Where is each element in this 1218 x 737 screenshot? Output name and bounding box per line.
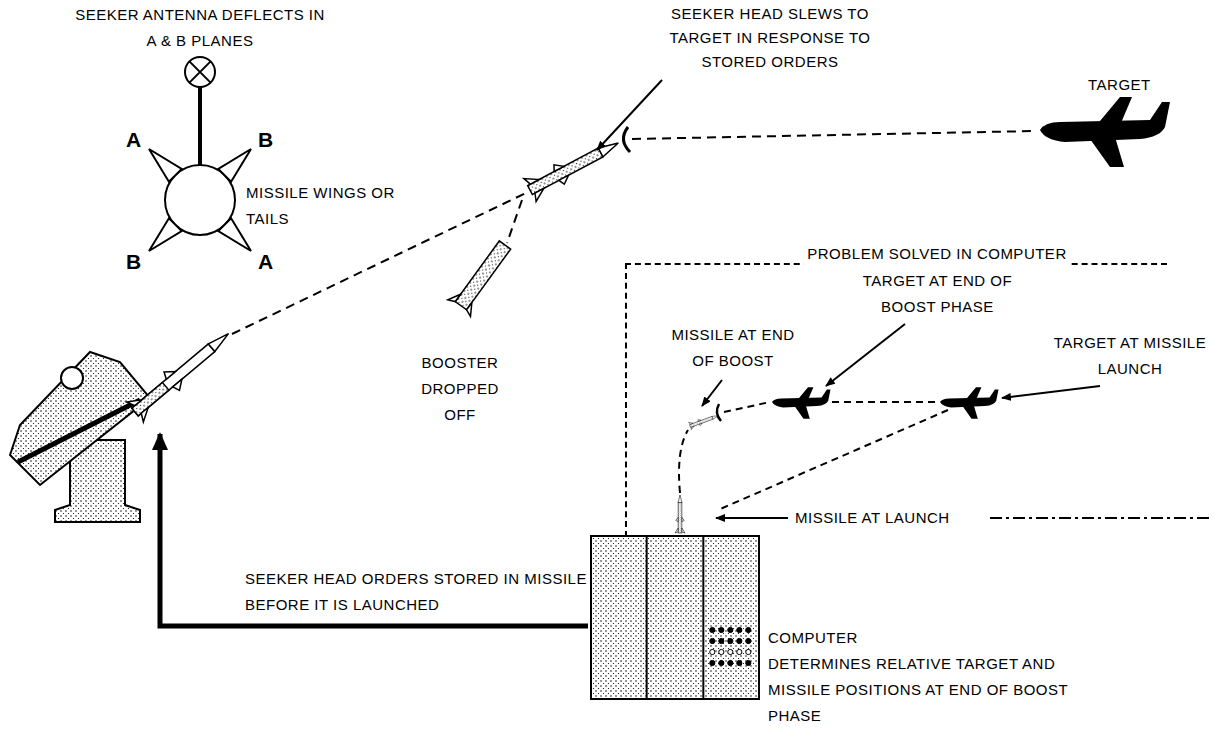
cabinet-panel-line <box>702 536 704 699</box>
cabinet-panel-line <box>646 536 648 699</box>
panel-light <box>710 649 715 654</box>
callout-label: TARGET AT MISSILE LAUNCH <box>1050 330 1210 382</box>
geometry-line <box>679 430 688 493</box>
panel-light <box>737 649 742 654</box>
seeker-antenna-symbol <box>198 87 202 165</box>
panel-light <box>719 660 724 665</box>
panel-light <box>746 649 751 654</box>
panel-light <box>737 627 742 632</box>
seeker-antenna-symbol <box>149 149 182 182</box>
callout-label: SEEKER HEAD ORDERS STORED IN MISSILE BEF… <box>245 566 590 618</box>
computer-cabinet-outline <box>590 535 760 700</box>
missile-launcher <box>10 352 150 522</box>
callout-label: MISSILE WINGS OR TAILS <box>246 180 396 232</box>
geometry-line <box>679 402 948 510</box>
seeker-head <box>623 127 630 152</box>
missile-launcher <box>61 367 83 389</box>
plane-letter: A <box>258 250 274 274</box>
seeker-head <box>717 404 721 421</box>
trajectory-line <box>507 200 522 243</box>
caption-text: SEEKER ANTENNA DEFLECTS IN A & B PLANES <box>75 2 325 54</box>
missile-end-boost-icon <box>689 412 720 430</box>
cabinet-body <box>591 536 759 699</box>
panel-light <box>719 627 724 632</box>
callout-label: TARGET <box>1088 72 1151 98</box>
booster <box>455 241 510 310</box>
panel-light <box>728 627 733 632</box>
leader-arrow <box>1002 386 1100 398</box>
plane-letter: A <box>126 128 142 152</box>
missile-in-flight <box>524 132 625 202</box>
panel-light <box>710 627 715 632</box>
target-aircraft <box>1040 97 1170 167</box>
panel-light <box>719 649 724 654</box>
missile-launcher <box>10 352 150 485</box>
target-launch-icon <box>940 387 999 419</box>
node-title: COMPUTER <box>768 625 858 651</box>
booster <box>448 237 516 317</box>
booster <box>448 290 478 316</box>
geometry-line <box>724 402 770 412</box>
seeker-antenna-symbol <box>185 57 215 87</box>
panel-light <box>746 638 751 643</box>
computer-cabinet: COMPUTERDETERMINES RELATIVE TARGET AND M… <box>590 535 760 700</box>
trajectory-line <box>632 131 1036 139</box>
panel-light <box>719 638 724 643</box>
seeker-antenna-symbol <box>218 149 251 182</box>
panel-light <box>728 649 733 654</box>
callout-label: SEEKER HEAD SLEWS TO TARGET IN RESPONSE … <box>650 2 890 74</box>
seeker-antenna-symbol <box>149 218 182 251</box>
missile-on-launcher <box>127 324 237 422</box>
region-heading: PROBLEM SOLVED IN COMPUTER <box>803 241 1070 267</box>
callout-label: BOOSTER DROPPED OFF <box>405 350 515 428</box>
leader-arrow <box>826 324 905 386</box>
plane-letter: B <box>258 128 274 152</box>
missile-launcher <box>18 400 140 462</box>
panel-light <box>728 638 733 643</box>
seeker-antenna-symbol <box>189 61 210 82</box>
missile-at-launch-icon <box>675 495 685 533</box>
panel-light <box>746 627 751 632</box>
callout-label: TARGET AT END OF BOOST PHASE <box>860 268 1015 320</box>
target-end-boost-icon <box>772 387 831 419</box>
panel-light <box>710 660 715 665</box>
seeker-antenna-symbol <box>149 57 251 251</box>
leader-arrow <box>716 517 788 519</box>
geometry-line <box>718 410 948 510</box>
callout-label: MISSILE AT END OF BOOST <box>668 322 798 374</box>
leader-arrow <box>597 80 662 150</box>
geometry-line <box>832 401 938 403</box>
panel-light <box>728 660 733 665</box>
panel-light <box>710 638 715 643</box>
panel-light <box>737 660 742 665</box>
plane-letter: B <box>126 250 142 274</box>
panel-light <box>746 660 751 665</box>
panel-light <box>737 638 742 643</box>
dash-dot-line <box>990 517 1210 519</box>
callout-label: MISSILE AT LAUNCH <box>795 505 950 531</box>
trajectory-line <box>232 131 1036 334</box>
node-body: DETERMINES RELATIVE TARGET AND MISSILE P… <box>768 651 1068 729</box>
leader-arrow <box>702 380 722 406</box>
